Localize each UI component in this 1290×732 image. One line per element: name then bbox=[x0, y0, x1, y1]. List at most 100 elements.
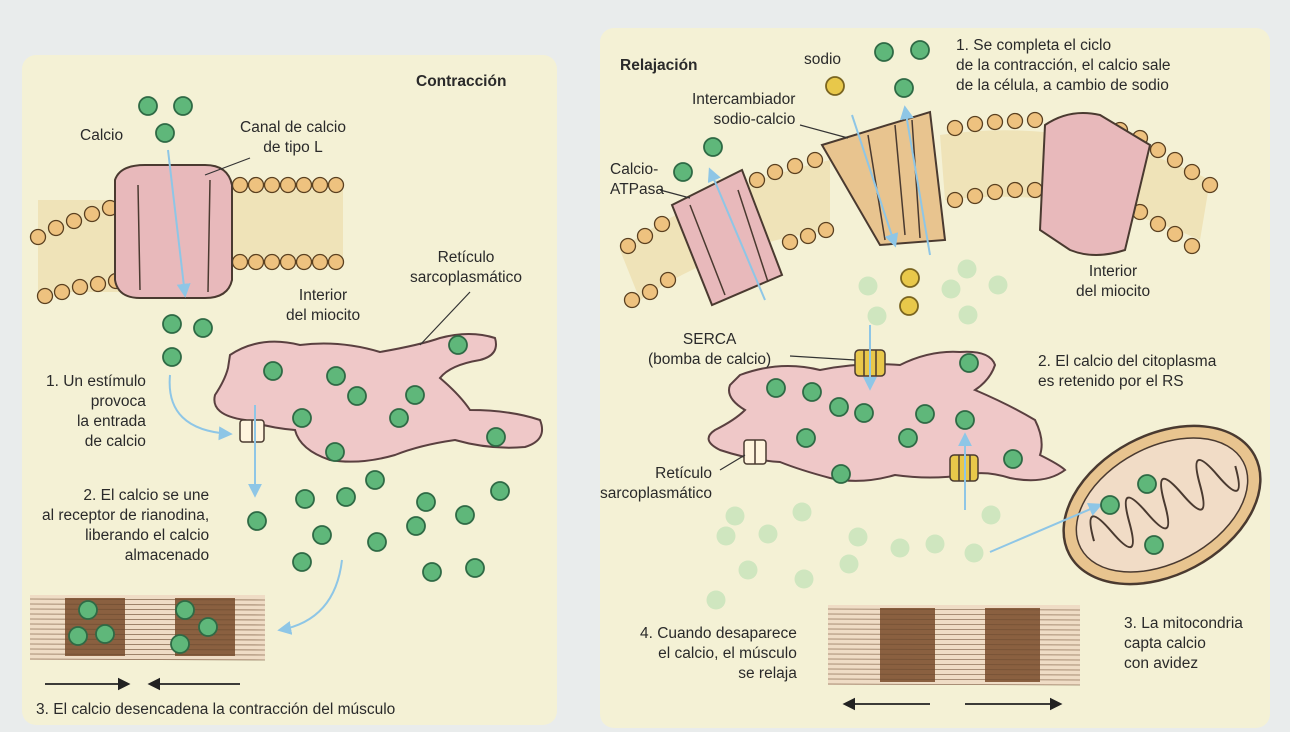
calcium-ion bbox=[673, 162, 693, 182]
calcium-ion-faded bbox=[706, 590, 726, 610]
calcium-ion bbox=[486, 427, 506, 447]
phospholipid-head bbox=[641, 283, 659, 301]
phospholipid-head bbox=[1201, 176, 1219, 194]
right-step1-line1: 1. Se completa el ciclo bbox=[956, 37, 1112, 54]
atpase-efflux-arrow bbox=[707, 167, 766, 301]
relaxation-title: Relajación bbox=[620, 57, 698, 74]
left-step2-text: 2. El calcio se une al receptor de riano… bbox=[42, 486, 209, 566]
phospholipid-head bbox=[65, 212, 83, 230]
calcium-ion-faded bbox=[792, 502, 812, 522]
myofilament-line bbox=[827, 648, 1081, 651]
calcium-ion bbox=[490, 481, 510, 501]
calcium-ion bbox=[138, 96, 158, 116]
calcium-ion bbox=[1100, 495, 1120, 515]
calcium-ion bbox=[170, 634, 190, 654]
myofilament-line bbox=[827, 653, 1081, 656]
left-step1-line3: la entrada bbox=[76, 413, 146, 430]
right-step1-line2: de la contracción, el calcio sale bbox=[956, 57, 1171, 74]
phospholipid-head bbox=[1026, 111, 1044, 129]
phospholipid-head bbox=[89, 275, 107, 293]
calcium-ion bbox=[295, 489, 315, 509]
phospholipid-head bbox=[29, 228, 47, 246]
right-step2-text: 2. El calcio del citoplasma es retenido … bbox=[1038, 352, 1216, 392]
calcium-ion bbox=[910, 40, 930, 60]
calcium-ion bbox=[894, 78, 914, 98]
canal-pointer bbox=[204, 157, 251, 176]
calcium-ion-faded bbox=[867, 306, 887, 326]
right-step4-text: 4. Cuando desaparece el calcio, el múscu… bbox=[640, 624, 797, 684]
myofilament-line bbox=[827, 618, 1081, 621]
myofilament-line bbox=[29, 653, 266, 656]
calcium-ion bbox=[416, 492, 436, 512]
myofilament-line bbox=[29, 628, 266, 631]
phospholipid-head bbox=[1026, 181, 1044, 199]
calcium-ion bbox=[193, 318, 213, 338]
myofilament-line bbox=[827, 628, 1081, 631]
intercambiador-pointer bbox=[799, 124, 849, 139]
serca-line1: SERCA bbox=[682, 331, 737, 348]
left-step1-text: 1. Un estímulo provoca la entrada de cal… bbox=[46, 372, 146, 452]
phospholipid-head bbox=[1183, 163, 1201, 181]
phospholipid-head bbox=[623, 291, 641, 309]
calcium-ion bbox=[796, 428, 816, 448]
calcium-ion bbox=[955, 410, 975, 430]
phospholipid-head bbox=[71, 278, 89, 296]
calcium-ion bbox=[162, 347, 182, 367]
phospholipid-head bbox=[53, 283, 71, 301]
interior-right-line1: Interior bbox=[1088, 263, 1138, 280]
calcium-ion-faded bbox=[794, 569, 814, 589]
calcium-ion-faded bbox=[725, 506, 745, 526]
myofilament-line bbox=[29, 623, 266, 626]
myofilament-line bbox=[827, 638, 1081, 641]
phospholipid-head bbox=[986, 183, 1004, 201]
calcium-ion-faded bbox=[738, 560, 758, 580]
phospholipid-head bbox=[327, 253, 345, 271]
right-step2-line1: 2. El calcio del citoplasma bbox=[1038, 353, 1217, 370]
reticulo-right-label: Retículo sarcoplasmático bbox=[600, 464, 712, 504]
calcium-ion bbox=[422, 562, 442, 582]
intercambiador-label: Intercambiador sodio-calcio bbox=[692, 90, 795, 130]
calcium-ion bbox=[829, 397, 849, 417]
calcium-ion bbox=[198, 617, 218, 637]
canal-label-line2: de tipo L bbox=[263, 139, 323, 156]
atpasa-line2: ATPasa bbox=[610, 181, 664, 198]
phospholipid-head bbox=[263, 253, 281, 271]
phospholipid-head bbox=[653, 215, 671, 233]
left-step2-line1: 2. El calcio se une bbox=[83, 487, 210, 504]
calcium-ion bbox=[68, 626, 88, 646]
calcium-ion bbox=[173, 96, 193, 116]
calcium-ion bbox=[155, 123, 175, 143]
calcium-ion-faded bbox=[858, 276, 878, 296]
calcium-ion bbox=[874, 42, 894, 62]
right-step3-line1: 3. La mitocondria bbox=[1124, 615, 1243, 632]
sodium-ion bbox=[825, 76, 845, 96]
phospholipid-head bbox=[1006, 181, 1024, 199]
calcium-ion bbox=[854, 403, 874, 423]
reticulo-right-pointer bbox=[719, 454, 746, 471]
myofilament-line bbox=[29, 643, 266, 646]
right-step3-text: 3. La mitocondria capta calcio con avide… bbox=[1124, 614, 1243, 674]
right-step2-line2: es retenido por el RS bbox=[1038, 373, 1184, 390]
myofilament-line bbox=[29, 618, 266, 621]
calcium-ion bbox=[365, 470, 385, 490]
phospholipid-head bbox=[247, 176, 265, 194]
exchanger-sodium-in-arrow bbox=[851, 114, 899, 248]
calcium-ion-faded bbox=[716, 526, 736, 546]
myofilament-line bbox=[29, 603, 266, 606]
reticulo-left-line2: sarcoplasmático bbox=[410, 269, 522, 286]
serca-label: SERCA (bomba de calcio) bbox=[648, 330, 771, 370]
myofilament-line bbox=[827, 673, 1081, 676]
phospholipid-head bbox=[748, 171, 766, 189]
contraction-title: Contracción bbox=[416, 73, 507, 90]
left-stimulus-arrow bbox=[168, 374, 233, 441]
myofilament-line bbox=[29, 608, 266, 611]
myofilament-line bbox=[29, 648, 266, 651]
phospholipid-head bbox=[327, 176, 345, 194]
right-sarcomere-relaxed bbox=[827, 605, 1081, 686]
calcium-ion bbox=[831, 464, 851, 484]
ryanodine-receptor bbox=[239, 419, 265, 443]
calcium-ion bbox=[802, 382, 822, 402]
phospholipid-head bbox=[279, 176, 297, 194]
myofilament-line bbox=[827, 633, 1081, 636]
right-step3-line2: capta calcio bbox=[1124, 635, 1206, 652]
